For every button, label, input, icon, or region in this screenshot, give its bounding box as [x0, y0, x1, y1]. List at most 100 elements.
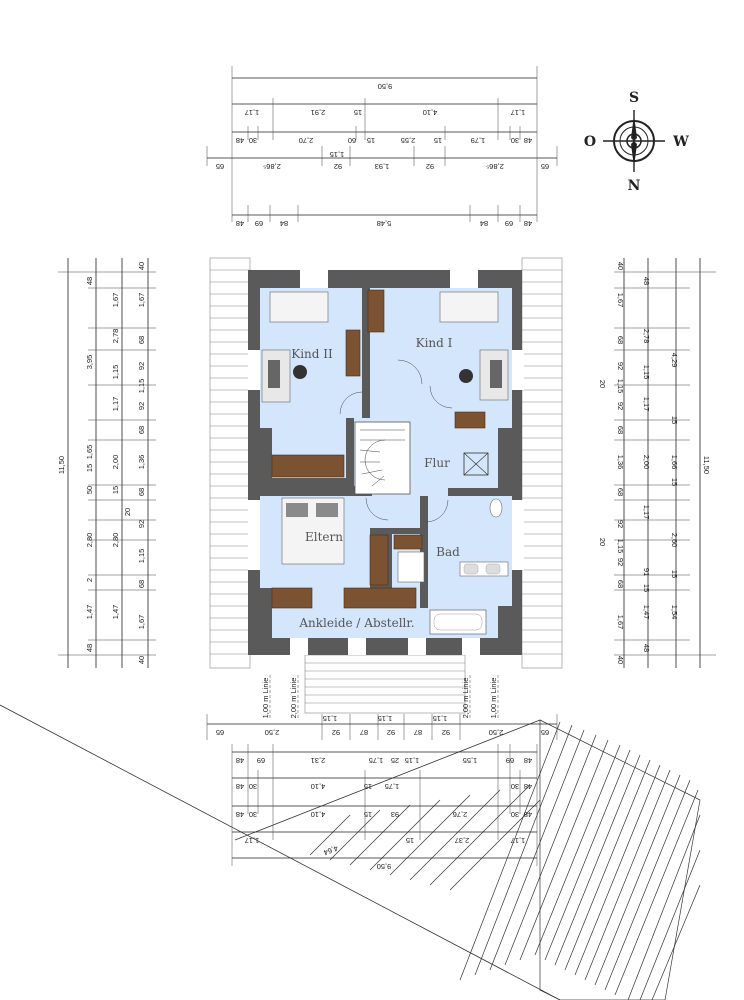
dim-top-3-5: 92 — [426, 162, 434, 171]
dim-right-c-11: 15 — [642, 584, 651, 592]
compass-south: S — [629, 90, 639, 106]
dim-bottom-5-1: 15 — [406, 836, 414, 845]
dim-top-3-0: 65 — [216, 162, 224, 171]
dim-right-a-4: 1,15 — [616, 379, 625, 394]
dim-left-b-3: 15 — [85, 464, 94, 472]
dim-right-c-8: 1,17 — [642, 505, 651, 520]
dim-left-a-3: 1,15 — [111, 365, 120, 380]
dim-right-c-3: 1,17 — [642, 397, 651, 412]
dim-right-a-2: 68 — [616, 336, 625, 344]
room-label-eltern: Eltern — [305, 530, 343, 544]
dim-bottom-2-8: 48 — [524, 756, 532, 765]
dim-right-a-14: 40 — [616, 656, 625, 664]
dim-bottom-1-4: 92 — [387, 728, 395, 737]
dim-left-c-12: 68 — [137, 580, 146, 588]
dim-left-c-8: 68 — [137, 488, 146, 496]
dim-left-c-14: 40 — [137, 656, 146, 664]
dim-top-2-8: 30 — [511, 136, 519, 145]
dim-bottom-4-3: 15 — [364, 810, 372, 819]
dim-top-4-2: 84 — [280, 219, 288, 228]
dim-right-b-0: 20 — [598, 380, 607, 388]
dim-top-1-3: 4,10 — [423, 108, 438, 117]
dim-right-total: 11,50 — [702, 456, 711, 474]
dim-right-a-3: 92 — [616, 362, 625, 370]
dim-top-1-0: 1,17 — [245, 108, 260, 117]
dim-right-a-10: 1,15 — [616, 539, 625, 554]
dim-left-c-9: 92 — [137, 520, 146, 528]
dim-left-a-9: 1,47 — [85, 605, 94, 620]
dim-right-a-9: 92 — [616, 520, 625, 528]
dim-bottom-1-5: 87 — [414, 728, 422, 737]
dim-bottom-1-2: 92 — [332, 728, 340, 737]
dim-bottom-3-4: 1,75 — [385, 782, 400, 791]
dim-left-a-6: 15 — [111, 486, 120, 494]
dim-left-a-9b: 1,47 — [111, 605, 120, 620]
dim-bottom-3-1: 30 — [249, 782, 257, 791]
doors — [339, 359, 453, 523]
dim-right-c-7: 15 — [670, 416, 679, 424]
dim-right-d-0: 4,29 — [670, 353, 679, 368]
room-label-kind2: Kind II — [291, 347, 333, 361]
dim-bottom-2-1: 69 — [257, 756, 265, 765]
roof-left — [209, 257, 251, 669]
dim-bottom-1-6: 92 — [442, 728, 450, 737]
dim-bottom-3-5: 30 — [511, 782, 519, 791]
dim-left-b-1: 1,65 — [85, 445, 94, 460]
dim-left-c-4: 1,15 — [137, 379, 146, 394]
dim-right-a-12: 68 — [616, 580, 625, 588]
dim-left-c-13: 1,67 — [137, 615, 146, 630]
dim-bottom-2-5: 1,15 — [405, 756, 420, 765]
dim-left-a-4: 1,17 — [111, 397, 120, 412]
dim-bottom-4-7: 48 — [524, 810, 532, 819]
dim-bottom-diag: 4,64 — [322, 844, 339, 857]
room-label-ankleide: Ankleide / Abstellr. — [298, 616, 414, 630]
dim-left-c-10: 20 — [123, 508, 132, 516]
dim-right-c-1: 2,78 — [642, 329, 651, 344]
dim-left-b-0: 3,95 — [85, 355, 94, 370]
dim-right-a-13: 1,67 — [616, 615, 625, 630]
dim-bottom-4-5: 2,76 — [453, 810, 468, 819]
dim-top-total: 9,50 — [378, 82, 393, 91]
windows — [248, 270, 524, 655]
dim-top-2-2: 2,70 — [299, 136, 314, 145]
room-label-flur: Flur — [424, 456, 450, 470]
left-dimensions: 11,50 3,95 1,65 50 15 48 1,67 2,78 1,15 … — [57, 258, 156, 668]
dim-right-c-5: 15 — [670, 478, 679, 486]
dim-top-3-1: 2,86⁵ — [263, 162, 281, 171]
dim-bottom-2-7: 69 — [506, 756, 514, 765]
top-dimensions: 9,50 1,17 2,91 15 4,10 1,17 48 30 2,70 6… — [206, 66, 558, 228]
dim-top-3-6: 2,86⁵ — [486, 162, 504, 171]
dim-top-2-6: 15 — [434, 136, 442, 145]
dim-right-b-1: 20 — [598, 538, 607, 546]
dim-left-c-11: 1,15 — [137, 549, 146, 564]
dim-height-2: 2,00 m Linie — [461, 678, 470, 719]
compass-east: O — [584, 134, 596, 150]
dim-top-2-9: 48 — [524, 136, 532, 145]
dim-bottom-3-6: 48 — [524, 782, 532, 791]
dim-bottom-4-4: 93 — [391, 810, 399, 819]
dim-right-a-5: 92 — [616, 402, 625, 410]
dim-height-3: 1,00 m Linie — [489, 678, 498, 719]
dim-right-c-10: 91 — [642, 568, 651, 576]
dim-bottom-4-6: 30 — [511, 810, 519, 819]
dim-left-c-2: 68 — [137, 336, 146, 344]
right-dimensions: 11,50 40 1,67 68 92 1,15 92 68 1,36 68 9… — [598, 258, 716, 668]
dim-top-2-0: 48 — [236, 136, 244, 145]
dim-right-a-7: 1,36 — [616, 455, 625, 470]
dim-bottom-5-3: 1,17 — [511, 836, 526, 845]
dim-height-0: 1,00 m Linie — [261, 678, 270, 719]
dim-bottom-1-3: 87 — [360, 728, 368, 737]
dim-left-c-1: 1,67 — [137, 293, 146, 308]
dim-right-a-6: 68 — [616, 426, 625, 434]
compass-north: N — [628, 178, 641, 194]
dim-bottom-1b-2: 1,15 — [433, 714, 448, 723]
dim-bottom-1b-1: 1,15 — [378, 714, 393, 723]
bottom-dimensions: 1,00 m Linie 2,00 m Linie 2,00 m Linie 1… — [206, 675, 558, 871]
dim-right-c-4: 2,00 — [642, 455, 651, 470]
dim-top-2-7: 1,79 — [471, 136, 486, 145]
dim-bottom-2-4: 25 — [391, 756, 399, 765]
dim-left-total: 11,50 — [57, 456, 66, 474]
dim-left-a-5: 2,00 — [111, 455, 120, 470]
compass-west: W — [672, 134, 689, 150]
